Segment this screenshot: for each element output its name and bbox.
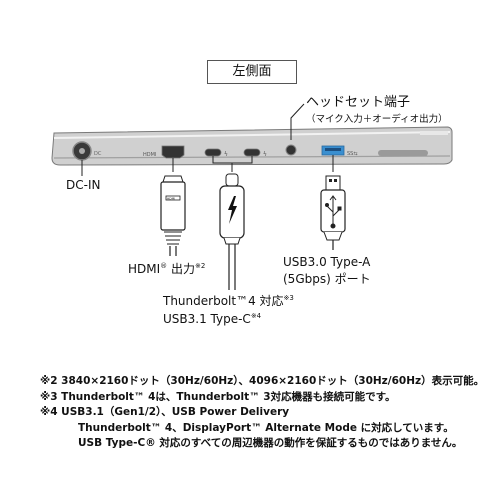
thunderbolt-label-text: Thunderbolt™4 対応: [163, 294, 284, 308]
footnote-4-cont-1: Thunderbolt™ 4、DisplayPort™ Alternate Mo…: [78, 421, 454, 434]
usb-a-cable-plug: [320, 175, 346, 250]
laptop-chassis: [51, 126, 453, 166]
hdmi-port: HDMI: [143, 145, 185, 172]
thunderbolt-cable-plug: [219, 173, 245, 290]
usb-a-label-2: (5Gbps) ポート: [283, 272, 371, 286]
vent-grille: [378, 150, 428, 156]
thunderbolt-note-ref: ※3: [283, 294, 294, 302]
footnotes: ※2 3840×2160ドット（30Hz/60Hz）、4096×2160ドット（…: [40, 374, 490, 452]
side-title-box: 左側面: [207, 60, 297, 84]
svg-text:HDMI: HDMI: [143, 152, 156, 158]
thunderbolt-label-2: USB3.1 Type-C※4: [163, 309, 261, 327]
footnote-2: ※2 3840×2160ドット（30Hz/60Hz）、4096×2160ドット（…: [40, 375, 485, 387]
footnote-4-cont-2: USB Type-C® 対応のすべての周辺機器の動作を保証するものではありません…: [78, 437, 463, 449]
hdmi-note-ref: ※2: [194, 262, 206, 270]
usb-c-label-text: USB3.1 Type-C: [163, 312, 251, 326]
headset-jack: [285, 103, 305, 156]
usb-a-label-1: USB3.0 Type-A: [283, 255, 371, 269]
footnote-3: ※3 Thunderbolt™ 4は、Thunderbolt™ 3対応機器も接続…: [40, 390, 396, 403]
svg-text:HDMI: HDMI: [167, 196, 175, 200]
svg-text:DC: DC: [94, 151, 102, 157]
svg-text:ϟ: ϟ: [224, 151, 228, 158]
hdmi-cable-plug: HDMI: [160, 175, 186, 256]
dc-in-label: DC-IN: [66, 178, 101, 192]
side-title: 左側面: [232, 64, 272, 79]
thunderbolt-ports: ϟ ϟ: [204, 148, 267, 172]
hdmi-registered-mark: ®: [160, 262, 168, 270]
hdmi-label-main: HDMI: [128, 262, 161, 276]
headset-label: ヘッドセット端子: [306, 95, 411, 110]
hdmi-label-suffix: 出力: [167, 262, 195, 276]
usb-c-note-ref: ※4: [250, 312, 262, 320]
hdmi-label: HDMI® 出力※2: [128, 259, 205, 277]
headset-sublabel: （マイク入力＋オーディオ出力）: [306, 114, 448, 125]
dc-in-port: DC: [72, 141, 102, 176]
thunderbolt-label-1: Thunderbolt™4 対応※3: [163, 291, 294, 309]
footnote-4: ※4 USB3.1（Gen1/2）、USB Power Delivery: [40, 406, 290, 418]
svg-text:ϟ: ϟ: [263, 151, 267, 158]
laptop-side-diagram: DC HDMI ϟ ϟ SS⇆ HDMI: [51, 103, 453, 290]
svg-text:SS⇆: SS⇆: [347, 151, 358, 157]
usb-a-port: SS⇆: [321, 145, 358, 172]
